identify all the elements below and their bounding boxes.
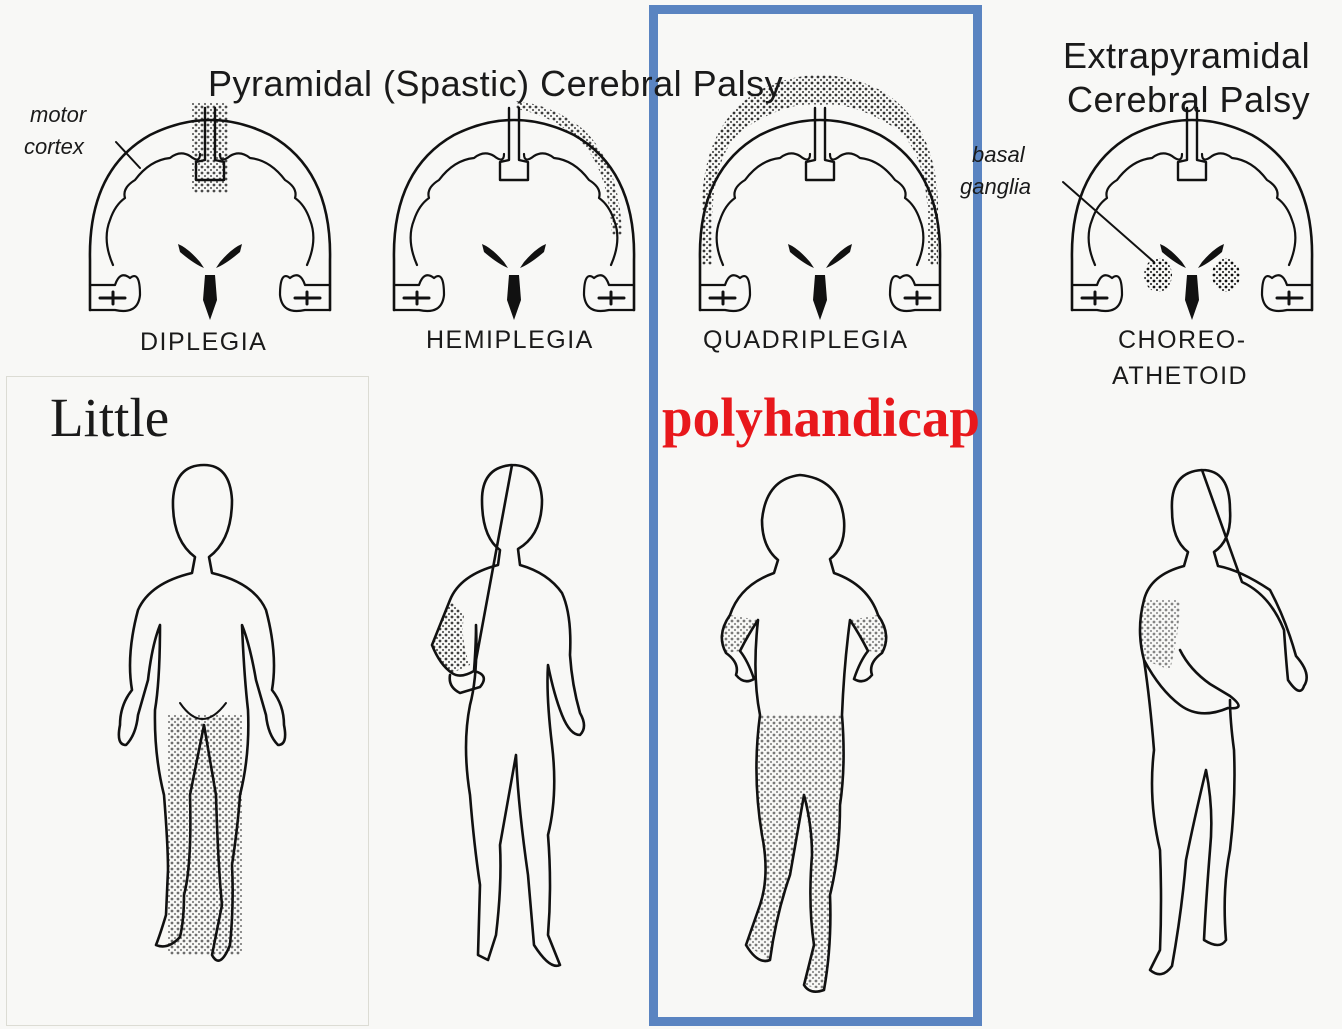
diplegia-label: DIPLEGIA xyxy=(140,330,267,355)
choreoathetoid-label-line1: CHOREO- xyxy=(1118,328,1247,353)
choreoathetoid-stipple xyxy=(1140,600,1180,670)
pyramidal-title: Pyramidal (Spastic) Cerebral Palsy xyxy=(208,66,783,102)
quadriplegia-figure xyxy=(700,475,940,1015)
quadriplegia-brain xyxy=(690,105,950,335)
diplegia-brain xyxy=(80,105,340,335)
diplegia-figure xyxy=(80,465,340,1005)
little-annotation: Little xyxy=(50,390,169,445)
basal-ganglia-label-line1: basal xyxy=(972,144,1025,166)
motor-cortex-label-line2: cortex xyxy=(24,136,84,158)
diplegia-lesion-stipple xyxy=(192,103,228,193)
basal-ganglia-label-line2: ganglia xyxy=(960,176,1031,198)
motor-cortex-label-line1: motor xyxy=(30,104,86,126)
hemiplegia-figure xyxy=(420,465,640,1005)
quadriplegia-label: QUADRIPLEGIA xyxy=(703,328,909,353)
diplegia-legs-stipple xyxy=(168,715,242,955)
hemiplegia-brain xyxy=(384,105,644,335)
choreoathetoid-figure xyxy=(1110,470,1330,1010)
polyhandicap-annotation: polyhandicap xyxy=(662,390,980,445)
extrapyramidal-title-line1: Extrapyramidal xyxy=(1063,38,1310,74)
hemiplegia-label: HEMIPLEGIA xyxy=(426,328,594,353)
choreoathetoid-label-line2: ATHETOID xyxy=(1112,364,1248,389)
choreoathetoid-brain xyxy=(1062,105,1322,335)
hemiplegia-arm-stipple xyxy=(432,600,470,673)
